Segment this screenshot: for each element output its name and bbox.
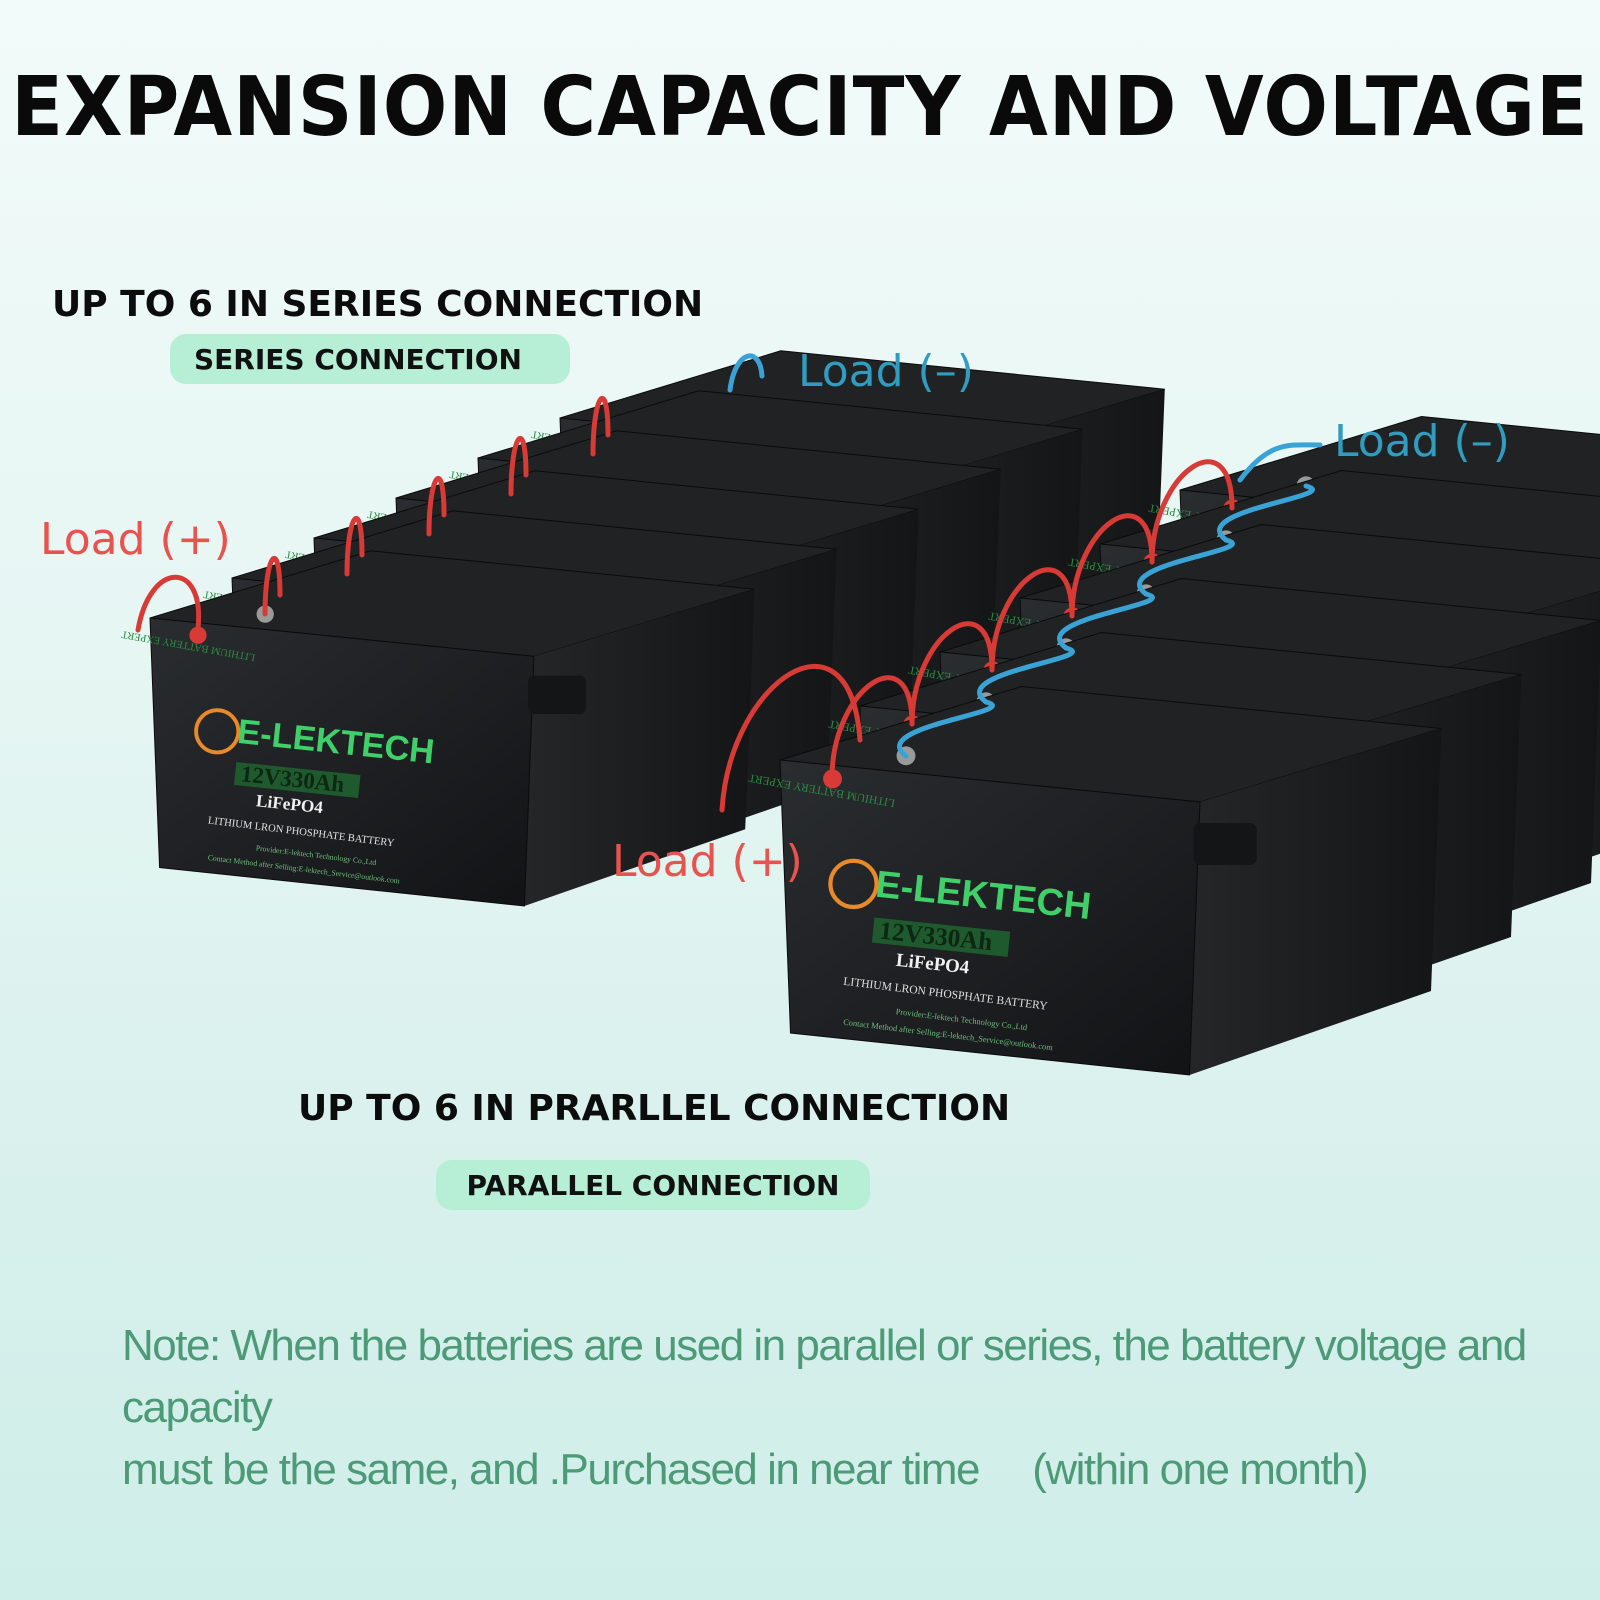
parallel-negative-wire: [977, 645, 1075, 705]
parallel-load-negative-wire: [1237, 442, 1323, 483]
series-pill: SERIES CONNECTION: [170, 334, 570, 384]
battery-side: [524, 589, 755, 906]
rating-plate: [233, 762, 361, 798]
parallel-negative-wire: [897, 699, 995, 759]
series-load-positive-label: Load (+): [40, 514, 231, 565]
parallel-positive-wire: [989, 567, 1075, 673]
series-link-wire: [590, 396, 611, 457]
series-link-wire: [508, 436, 529, 497]
note-line-1: Note: When the batteries are used in par…: [122, 1321, 1527, 1432]
battery-handle: [528, 675, 586, 714]
series-battery-group: LITHIUM BATTERY EXPERTLITHIUM BATTERY EX…: [120, 350, 1165, 907]
note-line-2: must be the same, and .Purchased in near…: [122, 1445, 1369, 1494]
parallel-heading: UP TO 6 IN PRARLLEL CONNECTION: [298, 1088, 1011, 1129]
parallel-load-positive-label: Load (+): [612, 836, 803, 887]
parallel-negative-wire: [1057, 591, 1155, 651]
parallel-positive-wire: [829, 675, 915, 781]
parallel-negative-wire: [1137, 537, 1235, 597]
battery-handle: [1193, 823, 1257, 865]
brand-logo-icon: [194, 708, 241, 755]
series-link-wire: [426, 476, 447, 537]
series-pill-label: SERIES CONNECTION: [194, 342, 522, 376]
series-link-wire: [262, 556, 283, 617]
battery-front: [779, 759, 1201, 1076]
parallel-positive-wire: [1069, 513, 1155, 619]
series-heading: UP TO 6 IN SERIES CONNECTION: [52, 284, 704, 325]
battery-side: [1189, 728, 1442, 1075]
rating-plate: [871, 917, 1011, 957]
series-load-negative-wire: [727, 353, 765, 393]
note-text: Note: When the batteries are used in par…: [122, 1315, 1562, 1501]
parallel-pill: PARALLEL CONNECTION: [436, 1160, 870, 1210]
parallel-positive-wire: [909, 621, 995, 727]
page-title: EXPANSION CAPACITY AND VOLTAGE: [11, 58, 1589, 155]
battery-front: [149, 617, 535, 907]
terminal-positive: [189, 626, 207, 644]
series-load-negative-label: Load (–): [798, 346, 974, 397]
parallel-pill-label: PARALLEL CONNECTION: [466, 1168, 840, 1202]
parallel-positive-wire: [1149, 459, 1235, 565]
parallel-load-negative-label: Load (–): [1334, 416, 1510, 467]
parallel-negative-wire: [1217, 483, 1315, 543]
series-link-wire: [344, 516, 365, 577]
brand-logo-icon: [828, 858, 879, 910]
parallel-load-positive-wire: [719, 663, 863, 813]
parallel-battery-group: LITHIUM BATTERY EXPERTLITHIUM BATTERY EX…: [719, 415, 1600, 1076]
series-load-positive-wire: [135, 574, 202, 633]
